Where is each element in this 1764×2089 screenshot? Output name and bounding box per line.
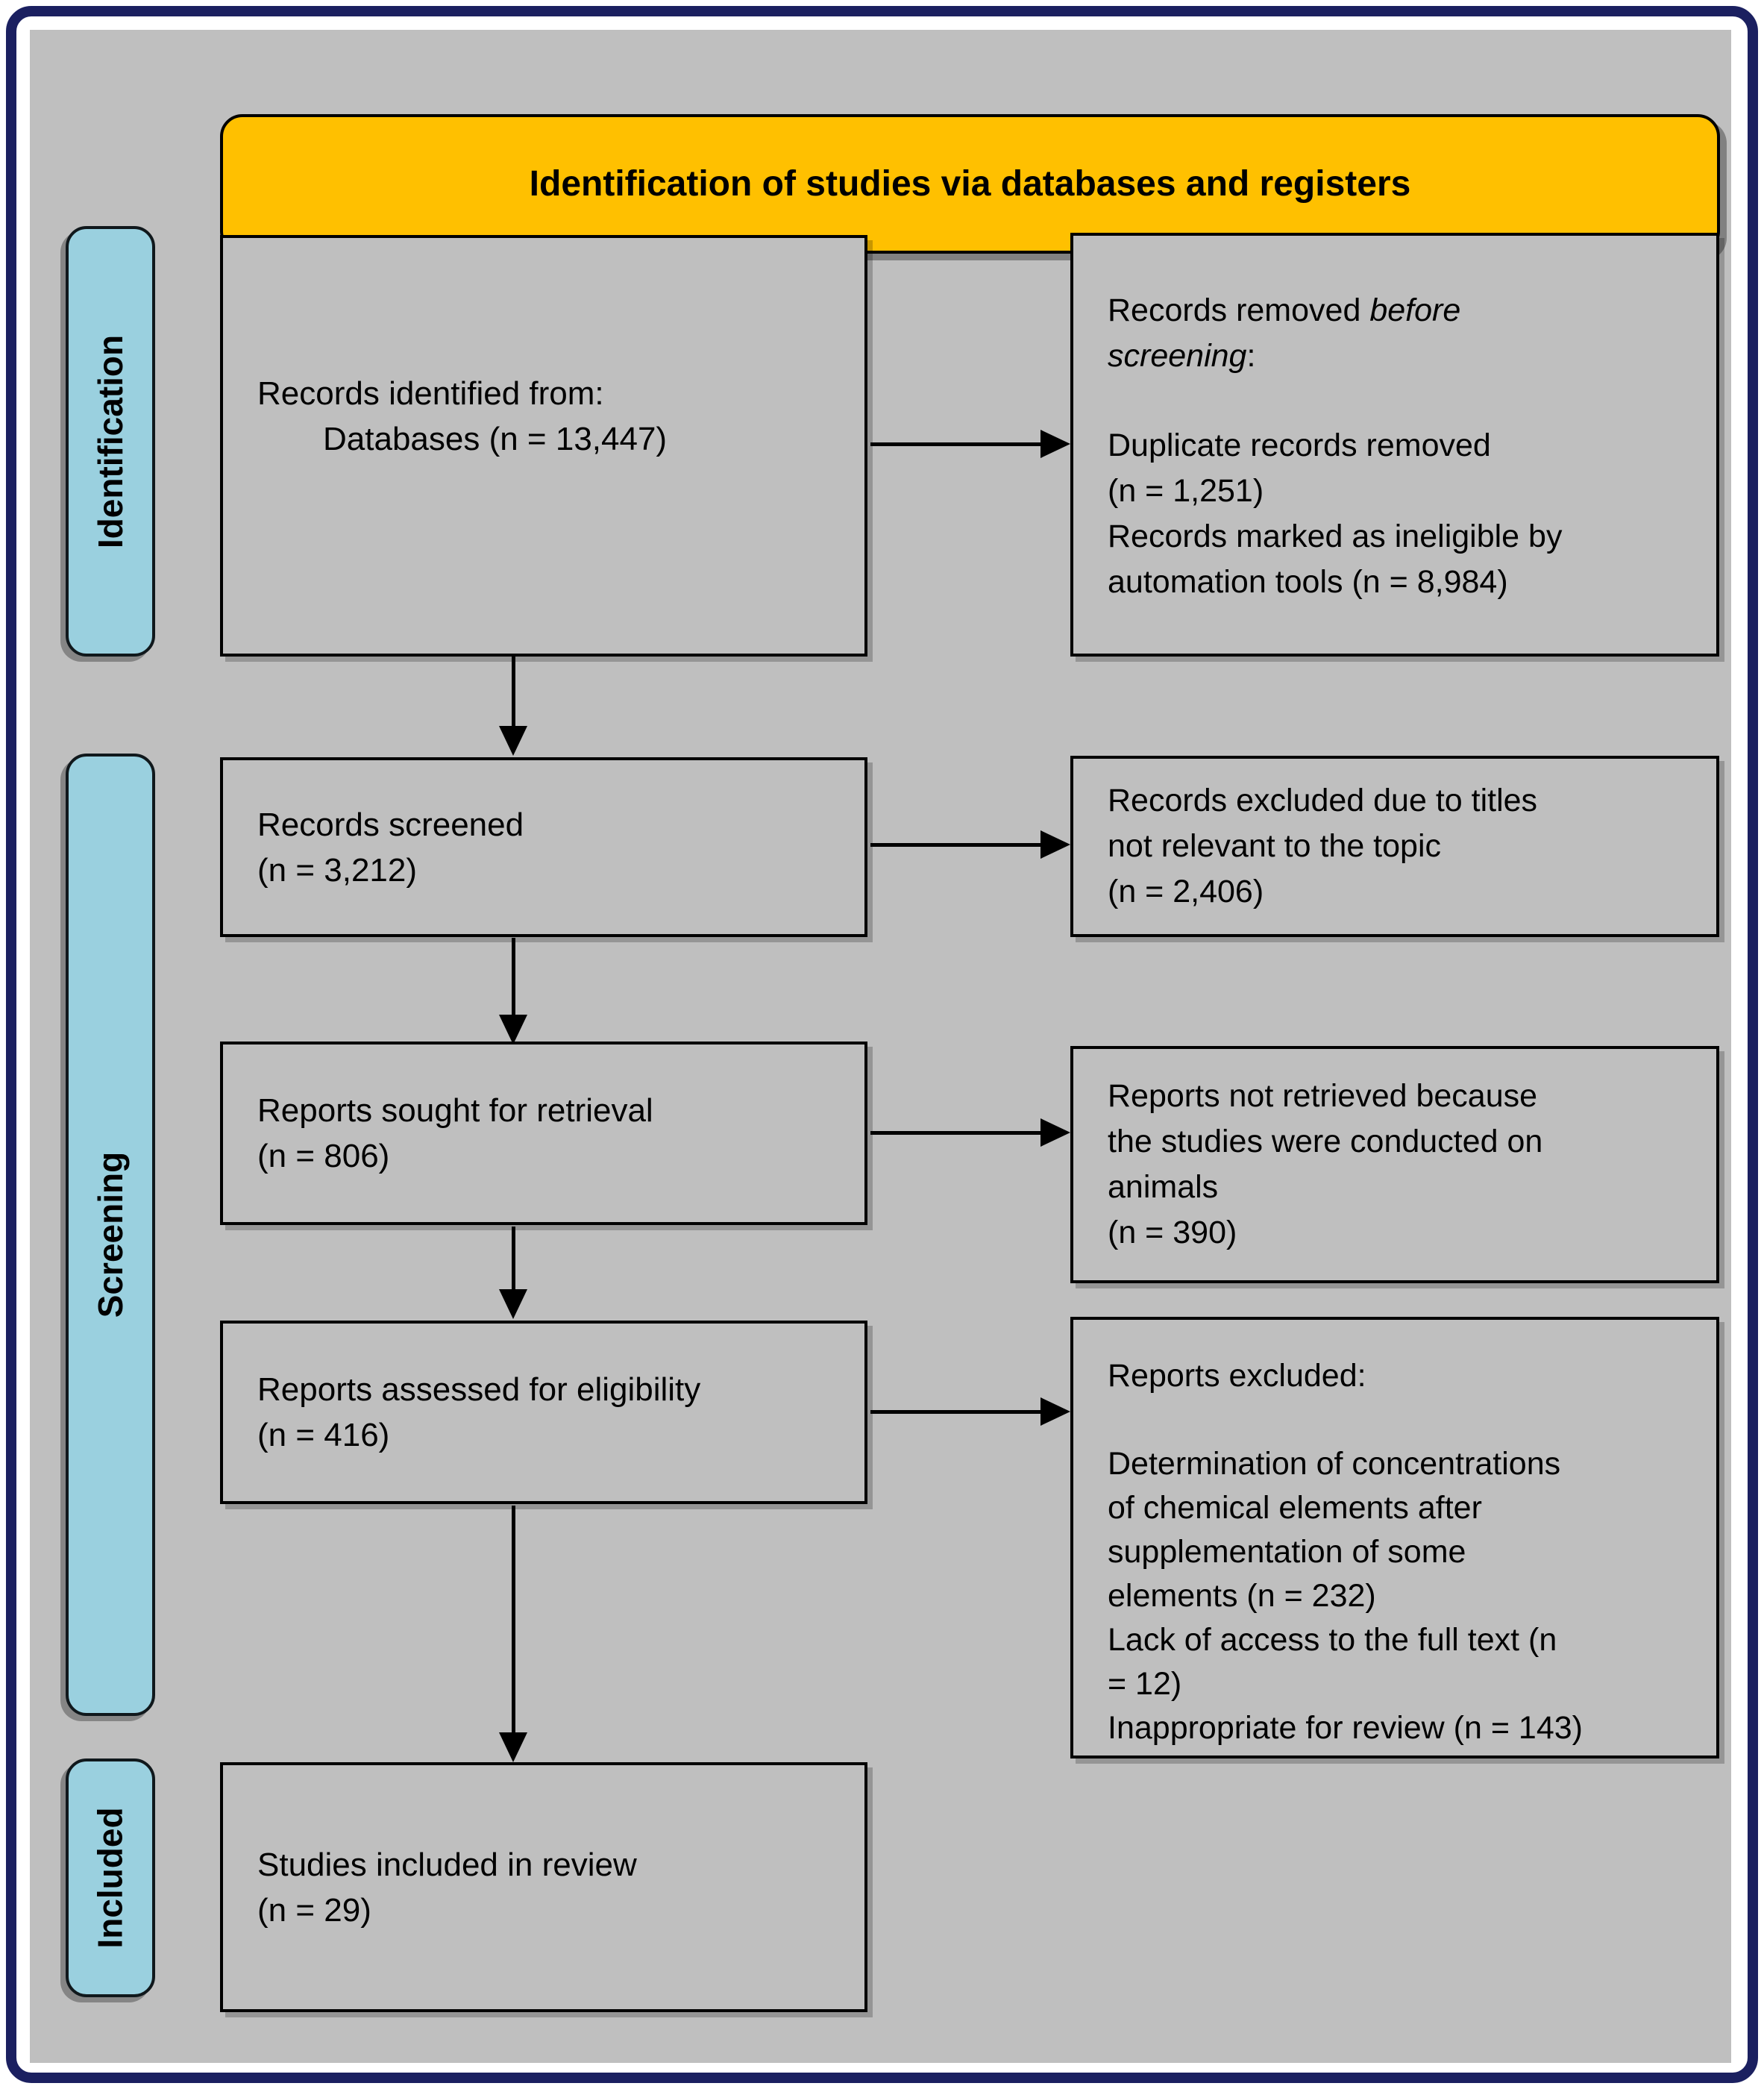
arrow-sought-to-not-retrieved <box>870 1118 1070 1147</box>
box-records-excluded-titles: Records excluded due to titles not relev… <box>1070 756 1719 937</box>
text-normal: Records removed <box>1108 292 1370 328</box>
arrow-identified-to-screened <box>499 657 527 756</box>
box-text-line: supplementation of some <box>1108 1534 1466 1570</box>
box-text-line: Records identified from: <box>257 375 604 412</box>
box-records-identified: Records identified from: Databases (n = … <box>220 235 867 657</box>
title-banner-label: Identification of studies via databases … <box>529 164 1411 204</box>
box-text-line: Lack of access to the full text (n <box>1108 1622 1557 1658</box>
box-text-line: of chemical elements after <box>1108 1490 1482 1526</box>
box-text-line: elements (n = 232) <box>1108 1578 1376 1614</box>
box-reports-excluded: Reports excluded: Determination of conce… <box>1070 1317 1719 1758</box>
box-studies-included: Studies included in review (n = 29) <box>220 1762 867 2012</box>
box-text-line: Records removed before <box>1108 288 1701 333</box>
box-reports-sought: Reports sought for retrieval (n = 806) <box>220 1042 867 1225</box>
box-text-line: (n = 3,212) <box>257 851 418 889</box>
text-normal: : <box>1246 338 1256 374</box>
box-text-line: Reports excluded: <box>1108 1358 1366 1394</box>
box-text-line: Records excluded due to titles <box>1108 783 1538 818</box>
box-text-line: Records marked as ineligible by <box>1108 519 1563 554</box>
box-text-line: Studies included in review <box>257 1846 637 1883</box>
box-text-line: = 12) <box>1108 1666 1182 1702</box>
box-records-removed-before-screening: Records removed before screening: Duplic… <box>1070 233 1719 657</box>
stage-label-screening-text: Screening <box>91 1151 131 1318</box>
blank-line <box>1108 379 1701 423</box>
box-text-line: (n = 2,406) <box>1108 874 1264 909</box>
box-records-screened: Records screened (n = 3,212) <box>220 757 867 937</box>
box-text-line: the studies were conducted on <box>1108 1124 1543 1159</box>
arrow-assessed-to-included <box>499 1506 527 1762</box>
blank-line <box>1108 1398 1701 1442</box>
box-text-line: screening: <box>1108 333 1701 379</box>
text-italic: before <box>1369 292 1461 328</box>
arrow-sought-to-assessed <box>499 1227 527 1319</box>
arrow-screened-to-excluded <box>870 830 1070 859</box>
box-reports-not-retrieved: Reports not retrieved because the studie… <box>1070 1046 1719 1283</box>
box-text-line: (n = 1,251) <box>1108 473 1264 509</box>
box-text-line: animals <box>1108 1169 1219 1205</box>
text-italic: screening <box>1108 338 1247 374</box>
stage-label-included-text: Included <box>91 1807 130 1949</box>
box-text-line: Records screened <box>257 806 524 843</box>
box-text-line: Reports not retrieved because <box>1108 1078 1538 1114</box>
box-text-line: not relevant to the topic <box>1108 828 1442 864</box>
box-text-line: Reports sought for retrieval <box>257 1092 653 1129</box>
arrow-identified-to-removed <box>870 430 1070 458</box>
box-text-line: (n = 29) <box>257 1891 371 1929</box>
box-text-line: (n = 806) <box>257 1138 390 1174</box>
stage-label-screening: Screening <box>66 754 155 1716</box>
box-text-line: Databases (n = 13,447) <box>323 420 668 457</box>
title-banner: Identification of studies via databases … <box>220 114 1720 254</box>
box-text-line: Duplicate records removed <box>1108 427 1491 463</box>
box-text-line: Reports assessed for eligibility <box>257 1371 701 1408</box>
arrow-screened-to-sought <box>499 938 527 1044</box>
box-text-line: automation tools (n = 8,984) <box>1108 564 1508 600</box>
box-reports-assessed: Reports assessed for eligibility (n = 41… <box>220 1321 867 1504</box>
stage-label-included: Included <box>66 1758 155 1997</box>
stage-label-identification: Identification <box>66 226 155 657</box>
box-text-line: (n = 416) <box>257 1417 390 1453</box>
arrow-assessed-to-reports-excluded <box>870 1397 1070 1426</box>
stage-label-identification-text: Identification <box>91 334 131 548</box>
box-text-line: Inappropriate for review (n = 143) <box>1108 1710 1583 1746</box>
box-text-line: Determination of concentrations <box>1108 1446 1561 1482</box>
box-text-line: (n = 390) <box>1108 1215 1237 1250</box>
